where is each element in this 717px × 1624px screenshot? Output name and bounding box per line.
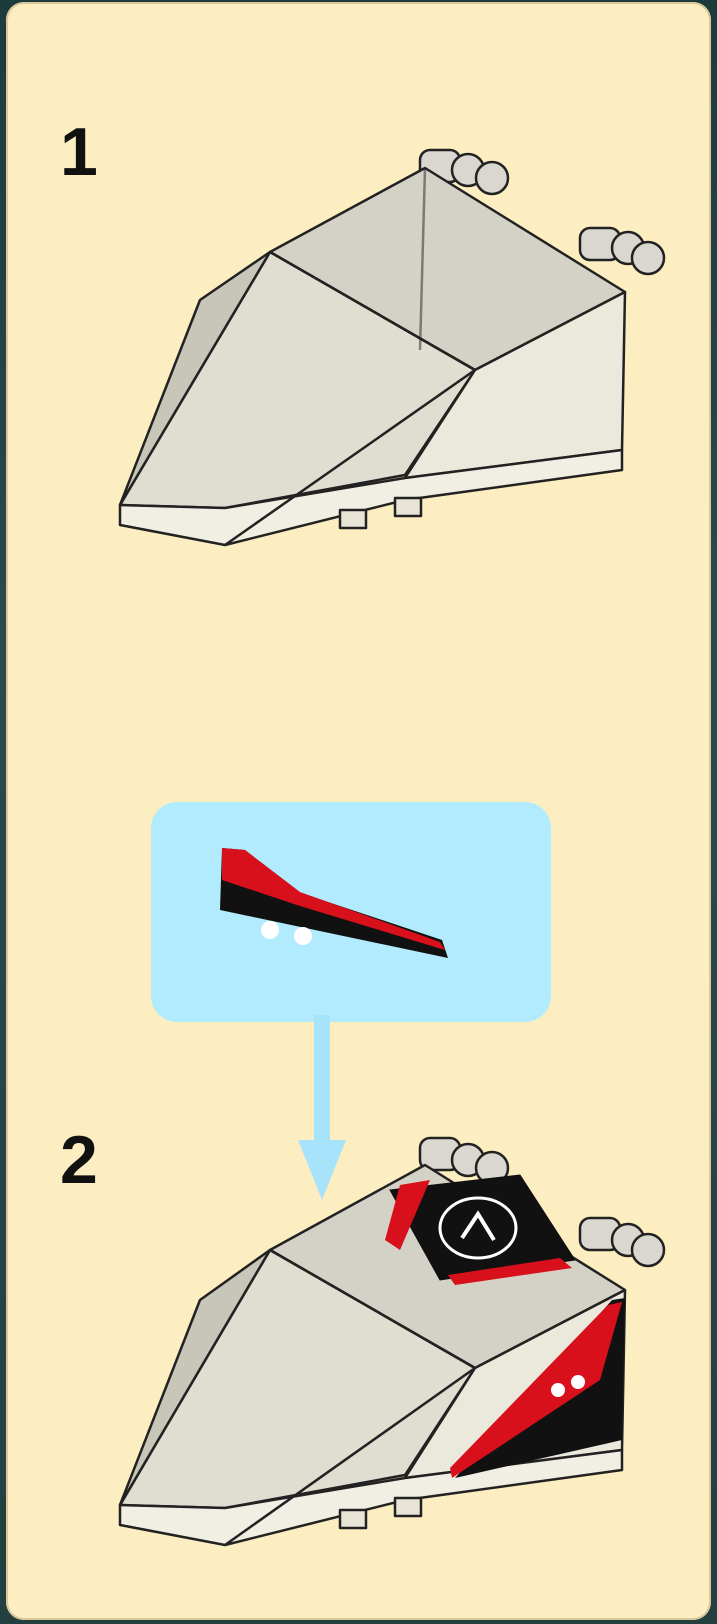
windscreen-piece-step1: [120, 150, 664, 545]
arrow-down-icon: [298, 1015, 346, 1200]
red-black-sticker-icon: [220, 848, 448, 958]
